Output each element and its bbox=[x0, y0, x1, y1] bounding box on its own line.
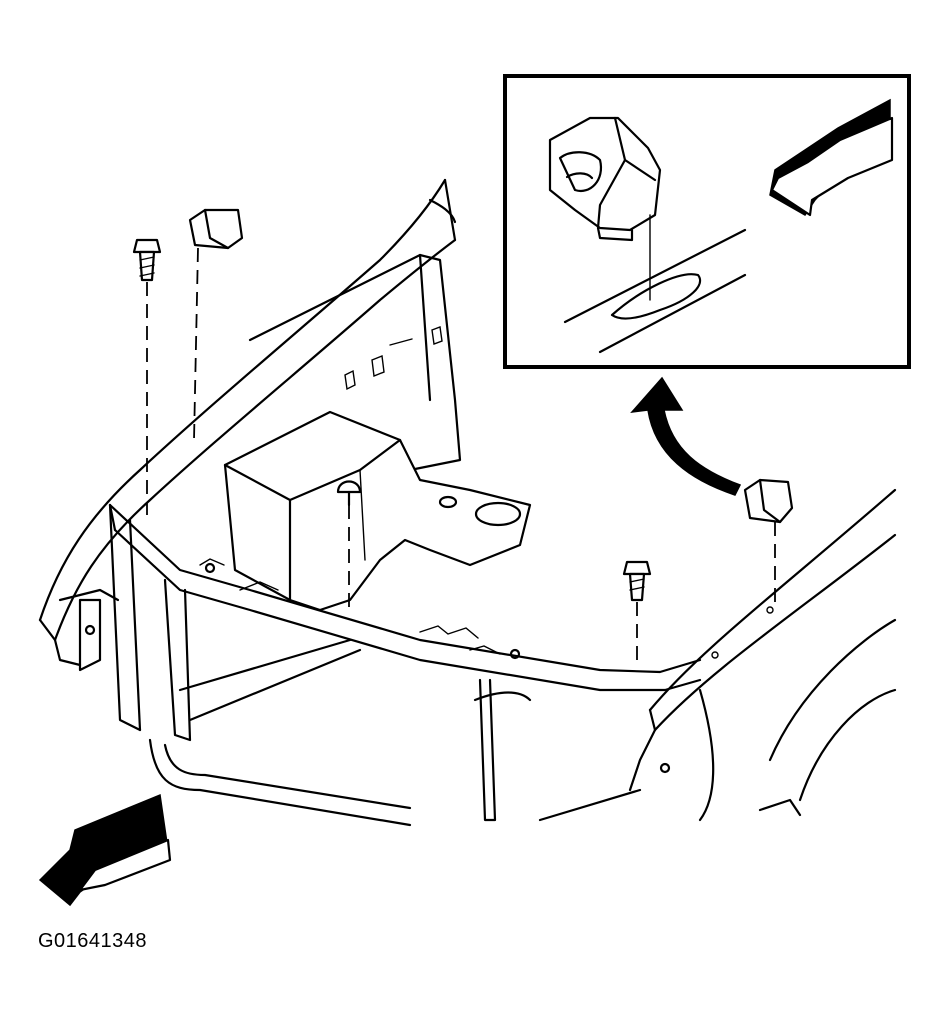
figure-id-label: G01641348 bbox=[38, 930, 148, 952]
radiator-support bbox=[108, 503, 702, 692]
left-side-support bbox=[58, 503, 192, 742]
detail-arrow bbox=[769, 98, 894, 217]
curved-callout-arrow-icon bbox=[630, 376, 742, 496]
inner-fender-panel bbox=[248, 253, 462, 472]
direction-arrow-icon bbox=[38, 793, 172, 907]
left-headlamp-clip bbox=[188, 208, 244, 441]
center-pushpin bbox=[336, 480, 362, 615]
right-fender bbox=[538, 488, 897, 822]
left-fender bbox=[38, 178, 457, 667]
lower-crossmember bbox=[148, 638, 532, 827]
right-headlamp-clip bbox=[743, 478, 794, 610]
detail-inset bbox=[503, 74, 911, 369]
left-bolt bbox=[132, 238, 162, 515]
right-bolt bbox=[622, 560, 652, 668]
strut-tower bbox=[223, 410, 532, 612]
